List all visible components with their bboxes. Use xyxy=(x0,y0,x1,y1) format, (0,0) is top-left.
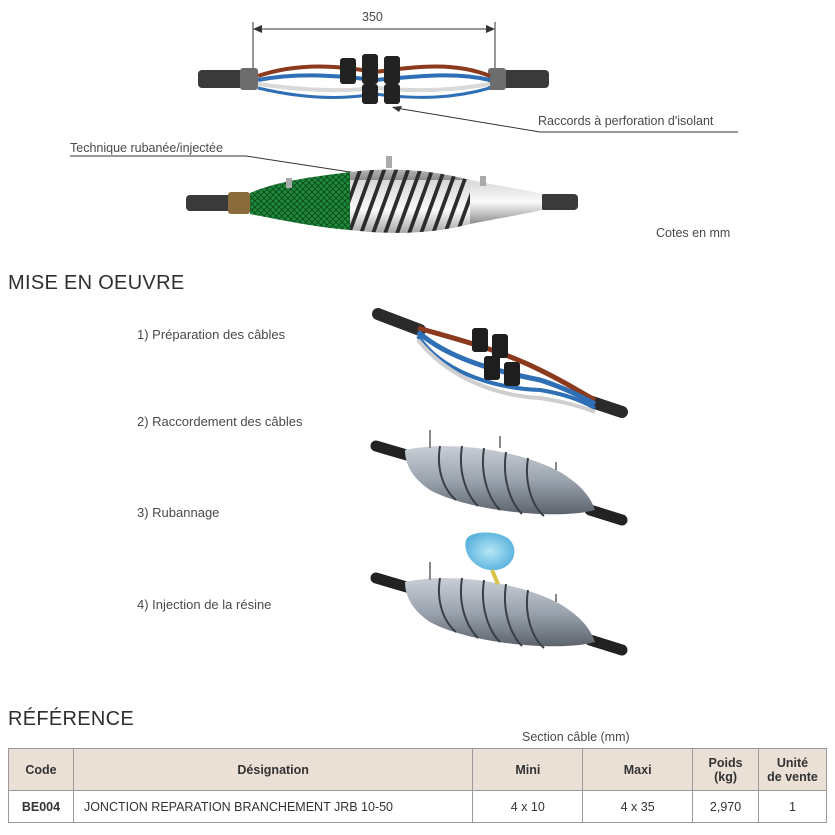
header-code: Code xyxy=(8,748,74,791)
header-unite-line1: Unité xyxy=(776,755,809,770)
units-note: Cotes en mm xyxy=(656,226,731,240)
header-maxi: Maxi xyxy=(582,748,694,791)
cell-poids: 2,970 xyxy=(692,790,760,823)
section-cable-caption: Section câble (mm) xyxy=(522,730,630,744)
cell-maxi: 4 x 35 xyxy=(582,790,694,823)
cell-code: BE004 xyxy=(8,790,74,823)
cell-designation: JONCTION REPARATION BRANCHEMENT JRB 10-5… xyxy=(72,790,474,823)
connectors-label: Raccords à perforation d'isolant xyxy=(538,114,714,128)
header-poids: Poids (kg) xyxy=(692,748,760,791)
header-poids-line1: Poids xyxy=(708,755,743,770)
finished-joint-image xyxy=(186,156,578,233)
header-designation: Désignation xyxy=(72,748,474,791)
reference-table: Code Désignation Mini Maxi Poids (kg) Un… xyxy=(8,748,827,823)
table-header-row: Code Désignation Mini Maxi Poids (kg) Un… xyxy=(8,748,827,791)
cell-unite: 1 xyxy=(758,790,827,823)
header-mini: Mini xyxy=(472,748,584,791)
cell-mini: 4 x 10 xyxy=(472,790,584,823)
connectors-callout-line xyxy=(392,106,738,133)
dimension-value: 350 xyxy=(362,10,383,24)
header-unite-line2: de vente xyxy=(767,769,818,784)
reference-title: RÉFÉRENCE xyxy=(8,708,135,730)
header-poids-line2: (kg) xyxy=(714,769,737,784)
technique-label: Technique rubanée/injectée xyxy=(70,141,223,155)
step-2-label: 2) Raccordement des câbles xyxy=(137,414,303,429)
step-4-label: 4) Injection de la résine xyxy=(137,597,272,612)
mise-en-oeuvre-title: MISE EN OEUVRE xyxy=(8,272,185,294)
step-1-label: 1) Préparation des câbles xyxy=(137,327,286,342)
step-3-label: 3) Rubannage xyxy=(137,505,220,520)
header-unite: Unité de vente xyxy=(758,748,827,791)
connector-assembly-image xyxy=(198,54,549,104)
table-row: BE004 JONCTION REPARATION BRANCHEMENT JR… xyxy=(8,790,827,823)
